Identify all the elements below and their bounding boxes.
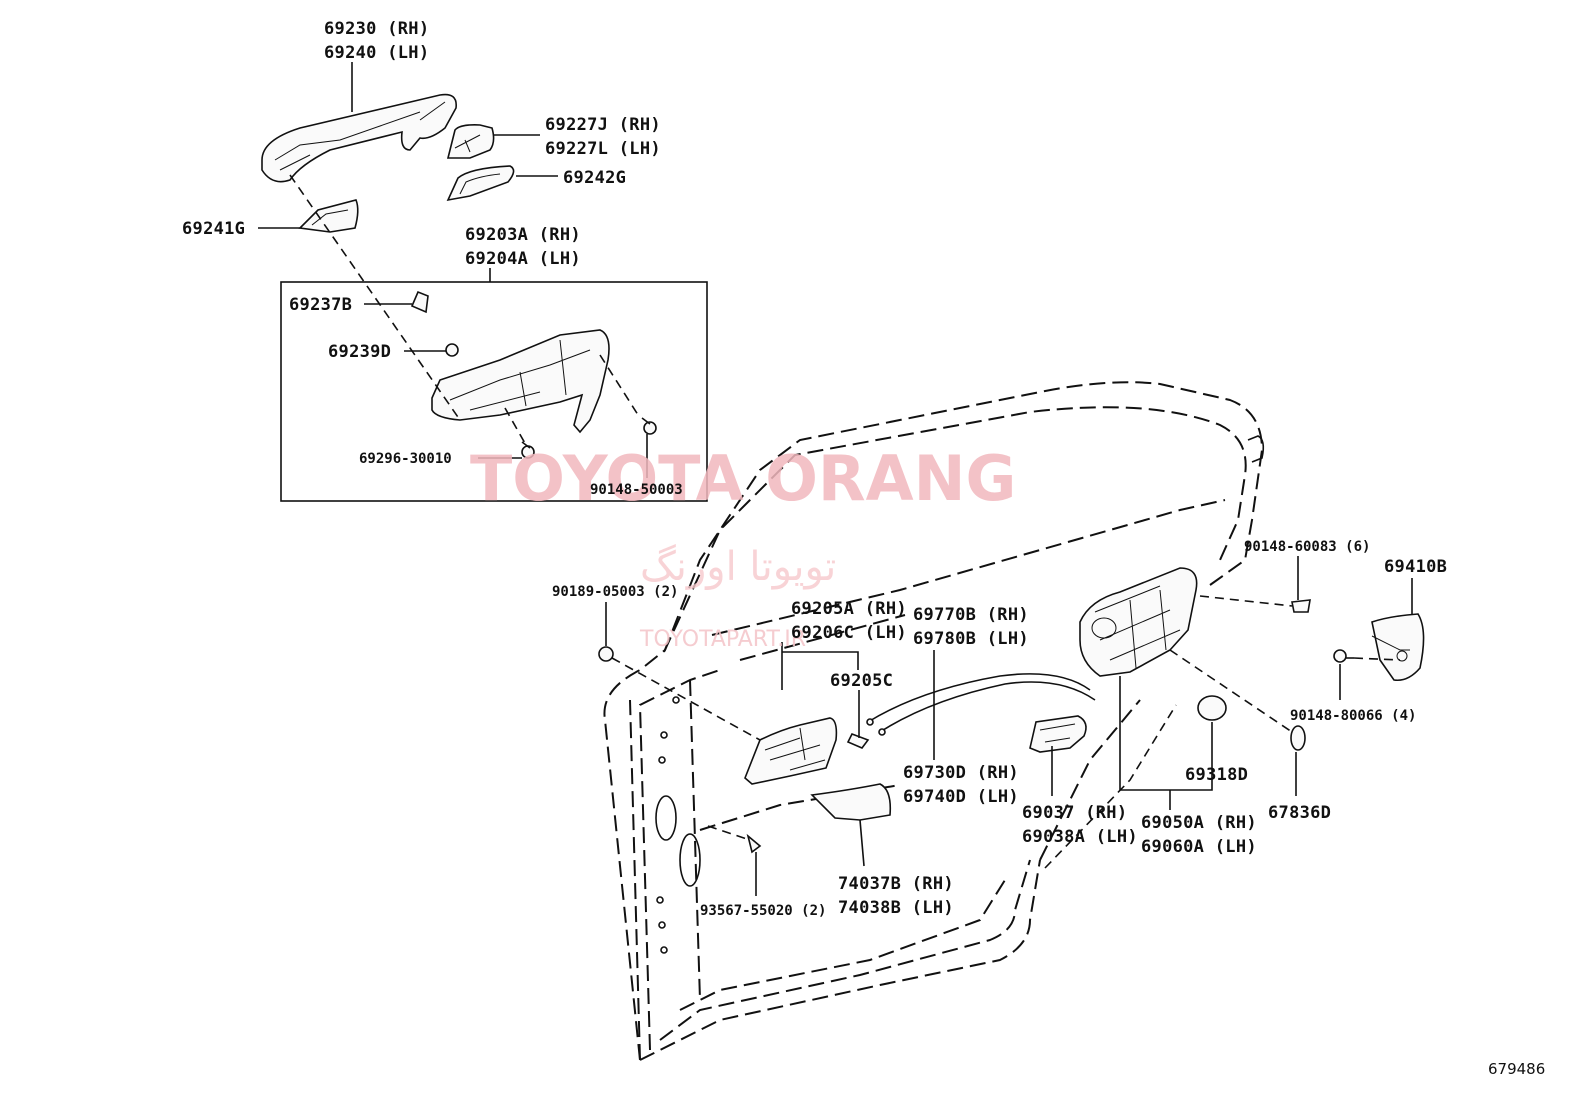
label-screw-90148-50003: 90148-50003 bbox=[590, 482, 683, 498]
watermark-main: TOYOTA ORANG bbox=[470, 442, 1016, 515]
clip-90189-part bbox=[598, 646, 614, 662]
label-handle-cap-rh: 69227J (RH) bbox=[545, 115, 661, 135]
grommet-part bbox=[1197, 695, 1227, 721]
label-69205c: 69205C bbox=[830, 671, 893, 691]
label-clip-90189: 90189-05003 (2) bbox=[552, 584, 678, 600]
label-grommet: 69318D bbox=[1185, 765, 1248, 785]
watermark-site: TOYOTAPART.IR bbox=[639, 627, 806, 652]
part-69205c bbox=[846, 732, 870, 749]
watermark-persian: تویوتا اورنگ bbox=[640, 544, 836, 590]
part-69237b bbox=[410, 290, 429, 314]
lock-bracket-part bbox=[1029, 715, 1087, 753]
label-69237b: 69237B bbox=[289, 295, 352, 315]
part-69239d bbox=[445, 343, 459, 357]
handle-cap-part bbox=[446, 124, 495, 159]
label-69239d: 69239D bbox=[328, 342, 391, 362]
label-seal: 67836D bbox=[1268, 803, 1331, 823]
rear-door-outline bbox=[603, 381, 1265, 1061]
label-screw-93567: 93567-55020 (2) bbox=[700, 903, 826, 919]
control-cables bbox=[866, 673, 1096, 736]
screw-69296-30010-part bbox=[521, 441, 535, 459]
label-lock-bracket-lh: 69038A (LH) bbox=[1022, 827, 1138, 847]
label-striker: 69410B bbox=[1384, 557, 1447, 577]
label-handle-cap-lh: 69227L (LH) bbox=[545, 139, 661, 159]
pad-69242g-part bbox=[446, 165, 515, 202]
handle-frame-box bbox=[280, 281, 708, 502]
label-handle-frame-lh: 69204A (LH) bbox=[465, 249, 581, 269]
label-handle-cover-lh: 69240 (LH) bbox=[324, 43, 429, 63]
label-handle-frame-rh: 69203A (RH) bbox=[465, 225, 581, 245]
leader-lines bbox=[258, 62, 1413, 896]
label-lock-assy-rh: 69050A (RH) bbox=[1141, 813, 1257, 833]
label-cable-upper-rh: 69770B (RH) bbox=[913, 605, 1029, 625]
bezel-part bbox=[810, 783, 892, 821]
screw-90148-60083-part bbox=[1291, 599, 1311, 613]
label-lock-bracket-rh: 69037 (RH) bbox=[1022, 803, 1127, 823]
seal-part bbox=[1290, 725, 1306, 751]
door-lock-assy-part bbox=[1079, 567, 1198, 677]
screw-93567-part bbox=[746, 833, 762, 854]
label-lock-assy-lh: 69060A (LH) bbox=[1141, 837, 1257, 857]
inside-handle-part bbox=[744, 717, 838, 785]
label-bezel-lh: 74038B (LH) bbox=[838, 898, 954, 918]
label-cable-lower-rh: 69730D (RH) bbox=[903, 763, 1019, 783]
screw-90148-80066-part bbox=[1333, 649, 1354, 663]
striker-part bbox=[1371, 613, 1425, 682]
label-cable-upper-lh: 69780B (LH) bbox=[913, 629, 1029, 649]
label-screw-90148-60083: 90148-60083 (6) bbox=[1244, 539, 1370, 555]
outside-handle-cover-part bbox=[261, 93, 457, 183]
label-cable-lower-lh: 69740D (LH) bbox=[903, 787, 1019, 807]
label-pad-69242g: 69242G bbox=[563, 168, 626, 188]
label-pad-69241g: 69241G bbox=[182, 219, 245, 239]
label-inside-handle-rh: 69205A (RH) bbox=[791, 599, 907, 619]
label-handle-cover-rh: 69230 (RH) bbox=[324, 19, 429, 39]
figure-number: 679486 bbox=[1488, 1060, 1545, 1078]
label-screw-90148-80066: 90148-80066 (4) bbox=[1290, 708, 1416, 724]
pad-69241g-part bbox=[298, 199, 359, 233]
handle-frame-part bbox=[431, 329, 610, 434]
label-bezel-rh: 74037B (RH) bbox=[838, 874, 954, 894]
label-inside-handle-lh: 69206C (LH) bbox=[791, 623, 907, 643]
label-screw-69296: 69296-30010 bbox=[359, 451, 452, 467]
screw-90148-50003-part bbox=[641, 417, 657, 435]
